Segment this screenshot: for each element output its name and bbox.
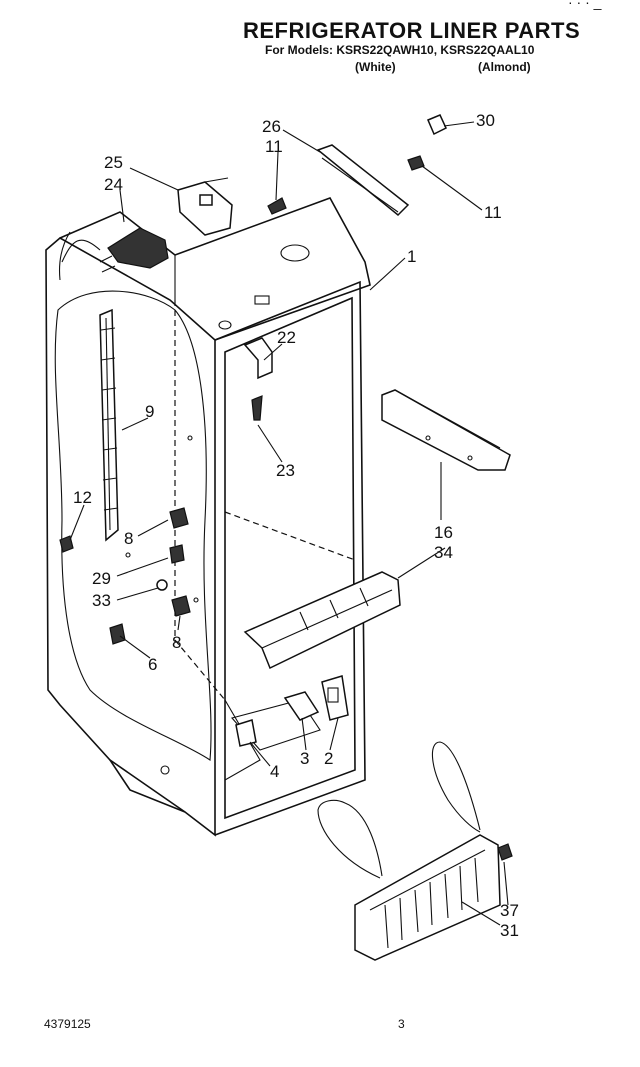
part-34-cover xyxy=(243,571,401,670)
page-title: REFRIGERATOR LINER PARTS xyxy=(243,18,581,43)
callout-11-top: 11 xyxy=(265,137,283,156)
callout-37: 37 xyxy=(500,901,519,920)
callout-26: 26 xyxy=(262,117,281,136)
footer-page-number: 3 xyxy=(398,1017,405,1031)
callout-9: 9 xyxy=(145,402,154,421)
part-2-3-4-brackets xyxy=(235,675,349,747)
callout-29: 29 xyxy=(92,569,111,588)
variant-almond-label: (Almond) xyxy=(478,60,531,74)
liner-body xyxy=(45,197,371,837)
callout-11-right: 11 xyxy=(484,203,502,222)
callout-30: 30 xyxy=(476,111,495,130)
models-line: For Models: KSRS22QAWH10, KSRS22QAAL10 xyxy=(265,43,535,57)
footer-part-number: 4379125 xyxy=(44,1017,91,1031)
callout-4: 4 xyxy=(270,762,279,781)
callout-23: 23 xyxy=(276,461,295,480)
variant-white-label: (White) xyxy=(355,60,396,74)
part-26-bracket xyxy=(267,114,447,217)
callout-8-upper: 8 xyxy=(124,529,133,548)
part-31-heater xyxy=(317,741,513,961)
callout-6: 6 xyxy=(148,655,157,674)
callout-33: 33 xyxy=(92,591,111,610)
callout-labels: 26 11 30 25 24 11 1 22 9 23 12 8 29 33 8… xyxy=(73,111,519,940)
callout-1: 1 xyxy=(407,247,416,266)
leader-lines xyxy=(69,121,509,926)
callout-16: 16 xyxy=(434,523,453,542)
callout-34: 34 xyxy=(434,543,453,562)
part-9-rail xyxy=(99,308,119,542)
callout-8-lower: 8 xyxy=(172,633,181,652)
callout-31: 31 xyxy=(500,921,519,940)
callout-25: 25 xyxy=(104,153,123,172)
callout-2: 2 xyxy=(324,749,333,768)
callout-24: 24 xyxy=(104,175,123,194)
callout-22: 22 xyxy=(277,328,296,347)
part-16-rail xyxy=(381,389,511,471)
part-22-bracket xyxy=(243,337,273,421)
part-24-25-housing xyxy=(99,177,233,273)
corner-mark: · · · _ xyxy=(568,0,602,10)
small-hardware xyxy=(59,435,199,645)
callout-3: 3 xyxy=(300,749,309,768)
callout-12: 12 xyxy=(73,488,92,507)
